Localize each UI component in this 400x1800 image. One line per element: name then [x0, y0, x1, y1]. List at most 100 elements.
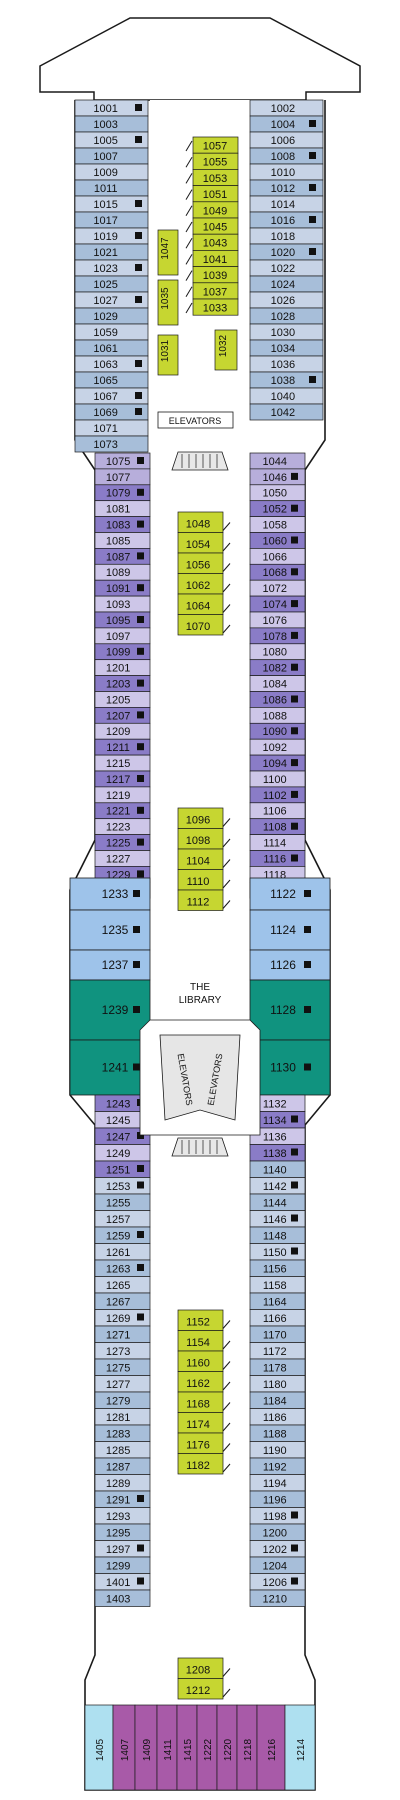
door-mark	[222, 1381, 231, 1391]
cabin-label-1052: 1052	[263, 504, 287, 516]
cabin-label-1090: 1090	[263, 726, 287, 738]
door-mark	[222, 583, 231, 593]
veranda-marker	[137, 457, 144, 464]
veranda-marker	[291, 822, 298, 830]
cabin-label-1086: 1086	[263, 694, 287, 706]
cabin-label-1205: 1205	[106, 694, 130, 706]
cabin-label-1026: 1026	[271, 295, 295, 307]
cabin-label-1055: 1055	[203, 157, 227, 169]
cabin-label-1065: 1065	[93, 375, 117, 387]
cabin-label-1029: 1029	[93, 311, 117, 323]
door-mark	[222, 1422, 231, 1432]
cabin-label-1093: 1093	[106, 599, 130, 611]
cabin-label-1004: 1004	[271, 119, 295, 131]
cabin-label-1051: 1051	[203, 189, 227, 201]
veranda-marker	[133, 1063, 140, 1071]
cabin-label-1142: 1142	[263, 1181, 287, 1193]
cabin-label-1295: 1295	[106, 1528, 130, 1540]
cabin-1070	[177, 614, 224, 636]
cabin-1035	[157, 279, 179, 326]
door-mark	[222, 1688, 231, 1698]
suite-label-1235: 1235	[102, 923, 129, 937]
cabin-label-1223: 1223	[106, 822, 130, 834]
veranda-marker	[137, 1181, 144, 1189]
cabin-1073	[74, 435, 149, 453]
cabin-label-1186: 1186	[263, 1412, 287, 1424]
bow-outline	[39, 17, 361, 101]
cabin-label-1087: 1087	[106, 551, 130, 563]
cabin-label-1079: 1079	[106, 488, 130, 500]
cabin-label-1164: 1164	[263, 1297, 287, 1309]
cabin-label-1019: 1019	[93, 231, 117, 243]
cabin-label-1010: 1010	[271, 167, 295, 179]
veranda-marker	[291, 568, 298, 576]
cabin-label-1064: 1064	[186, 601, 210, 613]
cabin-label-1112: 1112	[187, 897, 210, 909]
veranda-marker	[291, 727, 298, 735]
veranda-marker	[135, 408, 142, 415]
cabin-1403	[94, 1589, 151, 1607]
cabin-1405	[84, 1704, 114, 1791]
cabin-label-1255: 1255	[106, 1198, 130, 1210]
cabin-label-1263: 1263	[106, 1264, 130, 1276]
door-mark	[185, 156, 193, 168]
door-mark	[222, 604, 231, 613]
cabin-label-1050: 1050	[263, 488, 287, 500]
cabin-label-1099: 1099	[106, 647, 130, 659]
door-mark	[222, 1463, 231, 1473]
door-mark	[185, 302, 193, 314]
door-mark	[222, 563, 231, 572]
cabin-label-1148: 1148	[263, 1231, 287, 1243]
cabin-label-1192: 1192	[263, 1462, 287, 1474]
cabin-label-1247: 1247	[106, 1132, 130, 1144]
cabin-label-1062: 1062	[186, 580, 210, 592]
cabin-label-1042: 1042	[271, 407, 295, 419]
cabin-label-1017: 1017	[93, 215, 117, 227]
cabin-label-1207: 1207	[106, 710, 130, 722]
cabin-label-1097: 1097	[106, 631, 130, 643]
cabin-label-1166: 1166	[263, 1313, 287, 1325]
veranda-marker	[137, 520, 144, 528]
veranda-marker	[291, 695, 298, 703]
cabin-label-1283: 1283	[106, 1429, 130, 1441]
door-mark	[185, 254, 193, 265]
cabin-label-1076: 1076	[263, 615, 287, 627]
veranda-marker	[137, 711, 144, 719]
cabin-label-1057: 1057	[203, 141, 227, 153]
cabin-label-1401: 1401	[106, 1577, 130, 1589]
cabin-label-1032: 1032	[218, 334, 229, 357]
cabin-label-1048: 1048	[186, 519, 210, 531]
cabin-label-1045: 1045	[203, 222, 227, 234]
veranda-marker	[304, 1006, 311, 1013]
cabin-label-1227: 1227	[106, 853, 130, 865]
veranda-marker	[137, 552, 144, 560]
veranda-marker	[291, 1544, 298, 1552]
cabin-label-1054: 1054	[186, 539, 210, 551]
cabin-label-1002: 1002	[271, 103, 295, 115]
cabin-label-1022: 1022	[271, 263, 295, 275]
cabin-label-1180: 1180	[263, 1379, 287, 1391]
cabin-label-1085: 1085	[106, 535, 130, 547]
cabin-1182	[177, 1453, 224, 1475]
cabin-label-1162: 1162	[186, 1378, 210, 1390]
veranda-marker	[137, 584, 144, 592]
cabin-label-1201: 1201	[106, 663, 130, 675]
cabin-label-1053: 1053	[203, 173, 227, 185]
cabin-label-1025: 1025	[93, 279, 117, 291]
cabin-label-1409: 1409	[142, 1738, 153, 1761]
veranda-marker	[133, 961, 140, 968]
cabin-label-1070: 1070	[186, 621, 210, 633]
cabin-1112	[177, 889, 224, 911]
door-mark	[222, 838, 231, 848]
suite-label-1124: 1124	[270, 923, 296, 937]
veranda-marker	[133, 926, 140, 933]
door-mark	[222, 1320, 231, 1329]
veranda-marker	[137, 679, 144, 687]
door-mark	[185, 237, 193, 249]
cabin-label-1214: 1214	[296, 1738, 307, 1761]
cabin-label-1049: 1049	[203, 205, 227, 217]
cabin-label-1003: 1003	[93, 119, 117, 131]
cabin-label-1215: 1215	[106, 758, 130, 770]
door-mark	[185, 221, 193, 233]
